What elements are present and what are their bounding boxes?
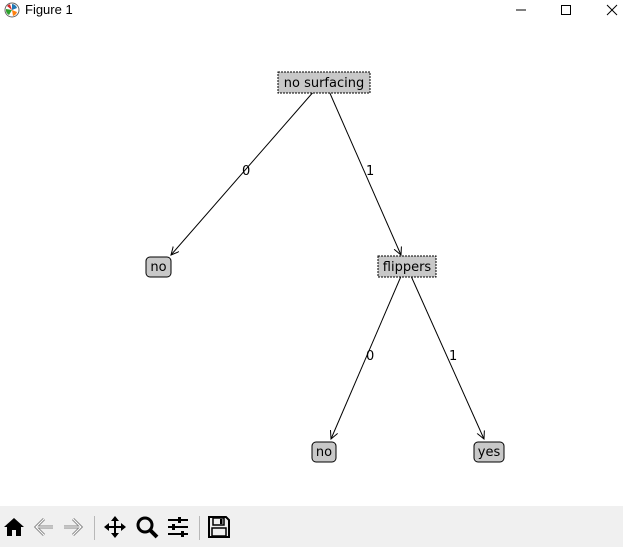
edge-root-to-flippers <box>324 81 401 255</box>
edge-label: 0 <box>242 164 250 179</box>
matplotlib-logo-icon <box>4 2 20 18</box>
home-button[interactable] <box>0 513 28 541</box>
pan-button[interactable] <box>101 513 129 541</box>
move-icon <box>104 516 126 538</box>
window-title: Figure 1 <box>25 2 73 17</box>
edge-label: 1 <box>449 349 457 364</box>
edge-label: 1 <box>366 164 374 179</box>
minimize-button[interactable] <box>499 0 543 20</box>
leaf-node-label: no <box>150 260 166 275</box>
close-icon <box>606 4 618 16</box>
save-icon <box>208 516 230 538</box>
navigation-toolbar <box>0 506 623 547</box>
toolbar-separator <box>94 516 95 540</box>
decision-tree-plot: 0 1 0 1 no surfacing flippers no no yes <box>145 71 505 463</box>
leaf-node-label: no <box>316 445 332 460</box>
leaf-node-no: no <box>145 256 172 278</box>
home-icon <box>4 518 24 536</box>
forward-arrow-icon <box>64 517 84 537</box>
toolbar-separator <box>199 516 200 540</box>
save-button[interactable] <box>205 513 233 541</box>
title-bar: Figure 1 <box>0 0 623 20</box>
edge-flippers-to-no <box>331 266 406 439</box>
forward-button[interactable] <box>59 513 87 541</box>
close-button[interactable] <box>590 0 623 20</box>
maximize-button[interactable] <box>544 0 588 20</box>
back-button[interactable] <box>30 513 58 541</box>
configure-subplots-button[interactable] <box>164 513 192 541</box>
maximize-icon <box>561 5 571 15</box>
edge-root-to-no <box>171 81 323 255</box>
decision-node-label: no surfacing <box>284 76 364 91</box>
figure-canvas[interactable]: 0 1 0 1 no surfacing flippers no no yes <box>0 20 623 506</box>
leaf-node-label: yes <box>478 445 501 460</box>
leaf-node-no: no <box>311 441 337 463</box>
decision-node-label: flippers <box>383 260 432 275</box>
decision-node-flippers: flippers <box>377 255 437 278</box>
minimize-icon <box>516 9 526 11</box>
edge-flippers-to-yes <box>406 266 484 439</box>
sliders-icon <box>168 517 188 537</box>
back-arrow-icon <box>33 517 53 537</box>
edge-label: 0 <box>366 349 374 364</box>
decision-node-root: no surfacing <box>277 71 371 94</box>
zoom-button[interactable] <box>133 513 161 541</box>
zoom-icon <box>136 516 159 539</box>
leaf-node-yes: yes <box>473 441 505 463</box>
